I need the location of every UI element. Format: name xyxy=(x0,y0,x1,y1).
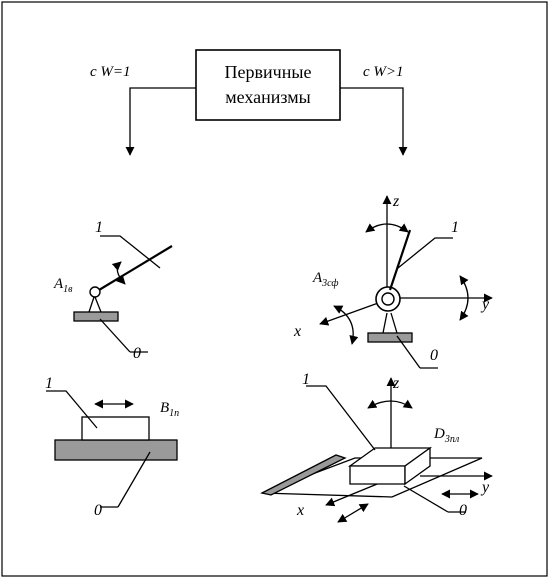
planar-base-label: 0 xyxy=(459,502,467,519)
spherical-z-label: z xyxy=(392,193,400,210)
spherical-link-label: 1 xyxy=(451,219,459,236)
left-branch-connector xyxy=(125,87,196,156)
prismatic-pair-diagram: 1 0 B1п xyxy=(45,375,179,519)
prismatic-base xyxy=(54,439,178,461)
spherical-joint-label: A3сф xyxy=(312,270,338,289)
right-branch-label: с W>1 xyxy=(363,64,404,80)
rotational-joint-label: A1в xyxy=(53,276,73,295)
prismatic-slider xyxy=(81,416,150,441)
rotational-link-label: 1 xyxy=(95,219,103,236)
left-branch-label: с W=1 xyxy=(90,64,131,80)
planar-x-axis xyxy=(325,481,383,507)
spherical-base-label: 0 xyxy=(430,347,438,364)
spherical-link xyxy=(388,229,412,291)
planar-block-side xyxy=(404,446,431,486)
right-branch-connector xyxy=(340,87,408,156)
planar-x-label: x xyxy=(296,502,304,519)
spherical-y-label: y xyxy=(480,296,490,313)
rotational-base-label: 0 xyxy=(133,345,141,362)
prismatic-joint-label: B1п xyxy=(160,400,179,419)
rotational-base xyxy=(73,311,119,322)
planar-z-label: z xyxy=(392,375,400,392)
title-box: Первичные механизмы xyxy=(195,49,341,121)
planar-block-front xyxy=(349,465,406,485)
spherical-x-label: x xyxy=(293,323,301,340)
title-line-1: Первичные xyxy=(225,62,312,82)
spherical-pair-diagram: z y x 1 0 A3сф xyxy=(293,193,493,369)
prismatic-link-label: 1 xyxy=(45,375,53,392)
title-line-2: механизмы xyxy=(225,87,311,107)
rotational-link xyxy=(98,245,173,291)
planar-joint-label: D3пл xyxy=(433,426,460,445)
prismatic-base-label: 0 xyxy=(94,502,102,519)
planar-link-label: 1 xyxy=(302,371,310,388)
planar-pair-diagram: z y x 1 0 D3пл xyxy=(260,371,493,523)
planar-y-label: y xyxy=(480,479,490,496)
rotational-joint xyxy=(89,286,101,298)
rotational-pair-diagram: 1 0 A1в xyxy=(53,219,173,362)
spherical-base xyxy=(367,332,413,343)
